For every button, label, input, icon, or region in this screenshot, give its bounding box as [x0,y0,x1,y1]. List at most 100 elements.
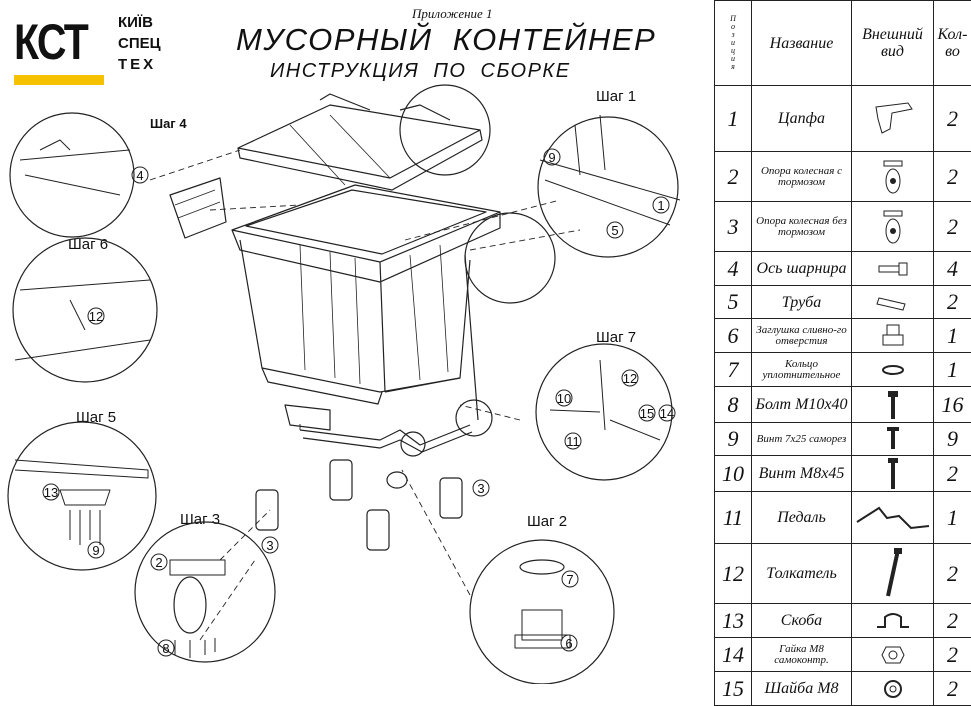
part-name: Заглушка сливно-го отверстия [752,319,852,353]
callout-10: 10 [557,391,571,406]
long-screw-icon [852,457,933,491]
part-quantity: 2 [934,544,971,604]
part-image [852,252,934,286]
part-name: Гайка М8 самоконтр. [752,638,852,672]
part-name: Опора колесная без тормозом [752,202,852,252]
part-quantity: 9 [934,423,971,456]
part-image [852,202,934,252]
part-name: Опора колесная с тормозом [752,152,852,202]
part-number: 4 [715,252,752,286]
screw-icon [852,425,933,453]
part-number: 12 [715,544,752,604]
side-handle-drawing [170,178,226,238]
detail-circle-trunnion [465,213,555,303]
callout-12b: 12 [89,309,103,324]
assembly-sheet: КСТ КИЇВ СПЕЦ ТЕХ Приложение 1 МУСОРНЫЙ … [0,0,971,684]
callout-3: 3 [477,481,484,496]
header-qty: Кол-во [934,1,971,86]
o-ring-icon [852,360,933,380]
castors-drawing [256,460,462,550]
part-image [852,672,934,706]
callout-3b: 3 [266,538,273,553]
part-number: 14 [715,638,752,672]
callout-11: 11 [566,434,580,449]
part-quantity: 2 [934,202,971,252]
detail-circle-step2 [470,540,614,684]
part-quantity: 2 [934,286,971,319]
detail-circle-step1 [538,117,678,257]
callout-2: 2 [155,555,162,570]
assembly-lines [150,150,580,640]
part-name: Винт 7х25 саморез [752,423,852,456]
detail-circle-step4 [10,113,134,237]
bolt-icon [852,389,933,421]
detail-circle-step5 [8,422,156,570]
part-number: 2 [715,152,752,202]
part-quantity: 2 [934,638,971,672]
part-image [852,492,934,544]
part-name: Кольцо уплотнительное [752,353,852,387]
part-image [852,353,934,387]
part-image [852,544,934,604]
pedal-icon [852,498,933,538]
part-name: Шайба М8 [752,672,852,706]
part-number: 1 [715,86,752,152]
part-image [852,423,934,456]
callout-5: 5 [611,223,618,238]
part-image [852,638,934,672]
part-quantity: 2 [934,86,971,152]
detail-circle-step6 [13,238,157,382]
callout-1: 1 [657,198,664,213]
detail-circle-pedal-link [456,400,492,436]
callout-8: 8 [162,641,169,656]
part-number: 8 [715,387,752,423]
castor-icon [852,207,933,247]
part-quantity: 1 [934,319,971,353]
drain-plug-icon [852,321,933,351]
part-image [852,152,934,202]
part-image [852,604,934,638]
lock-nut-icon [852,643,933,667]
part-quantity: 2 [934,604,971,638]
part-number: 9 [715,423,752,456]
part-name: Цапфа [752,86,852,152]
callout-14: 14 [660,406,674,421]
washer-icon [852,677,933,701]
assembly-drawing: 1 2 3 3 4 5 6 7 8 9 9 10 11 12 12 13 14 … [0,0,712,684]
part-quantity: 2 [934,456,971,492]
callout-12: 12 [623,371,637,386]
part-quantity: 1 [934,492,971,544]
part-quantity: 2 [934,152,971,202]
callout-13: 13 [44,485,58,500]
part-number: 6 [715,319,752,353]
callout-4: 4 [136,168,143,183]
part-name: Винт М8х45 [752,456,852,492]
part-image [852,387,934,423]
part-name: Педаль [752,492,852,544]
part-image [852,86,934,152]
part-quantity: 2 [934,672,971,706]
part-name: Скоба [752,604,852,638]
part-number: 10 [715,456,752,492]
part-name: Ось шарнира [752,252,852,286]
castor-brake-icon [852,157,933,197]
container-lid-drawing [238,94,482,190]
part-number: 5 [715,286,752,319]
part-number: 3 [715,202,752,252]
callout-7: 7 [566,572,573,587]
part-image [852,319,934,353]
